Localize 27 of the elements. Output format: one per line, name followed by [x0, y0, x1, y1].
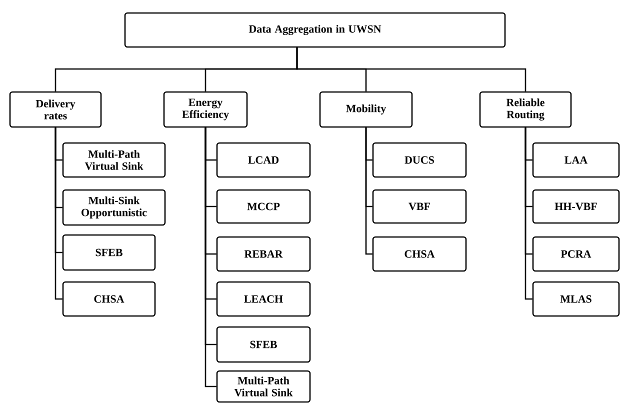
method-box: Multi-Sink Opportunistic	[62, 189, 166, 226]
method-box: VBF	[372, 189, 467, 224]
method-box: CHSA	[372, 236, 467, 272]
method-box: PCRA	[532, 236, 620, 272]
connector-line	[296, 48, 526, 92]
method-box: SFEB	[216, 326, 311, 363]
category-box: Mobility	[319, 91, 413, 128]
connector-line	[204, 128, 216, 388]
method-box: LCAD	[216, 142, 311, 178]
connector-line	[365, 128, 372, 255]
method-box: LEACH	[216, 281, 311, 317]
method-box: SFEB	[62, 234, 156, 271]
root-box: Data Aggregation in UWSN	[124, 12, 506, 48]
method-box: LAA	[532, 142, 620, 178]
method-box: REBAR	[216, 236, 311, 272]
category-box: Reliable Routing	[479, 91, 572, 128]
method-box: MLAS	[532, 281, 620, 317]
method-box: DUCS	[372, 142, 467, 178]
method-box: CHSA	[62, 281, 156, 317]
connector-line	[54, 128, 62, 300]
category-box: Delivery rates	[9, 91, 102, 128]
connector-line	[524, 128, 532, 300]
method-box: MCCP	[216, 189, 311, 224]
method-box: Multi-Path Virtual Sink	[216, 370, 311, 403]
method-box: Multi-Path Virtual Sink	[62, 142, 166, 178]
method-box: HH-VBF	[532, 189, 620, 224]
category-box: Energy Efficiency	[163, 91, 248, 128]
